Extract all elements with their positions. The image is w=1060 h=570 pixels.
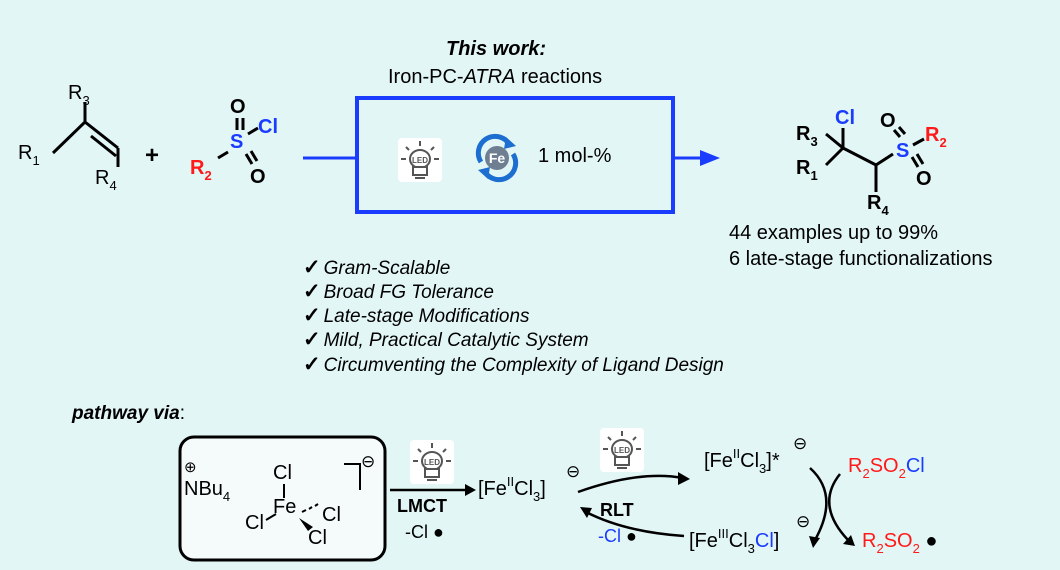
sulfonyl-o-bottom: O <box>250 166 266 188</box>
feature-item: ✓Circumventing the Complexity of Ligand … <box>303 353 724 376</box>
fe-recycle-icon: Fe <box>475 133 519 183</box>
pathway-label: pathway via: <box>72 403 185 424</box>
complex-cl-right: Cl <box>322 504 341 526</box>
feature-item: ✓Broad FG Tolerance <box>303 280 494 303</box>
results-functionalizations: 6 late-stage functionalizations <box>729 248 993 270</box>
led-bulb-icon: LED <box>600 428 644 472</box>
product-r2: R2 <box>925 124 947 150</box>
product-o-bottom: O <box>916 168 932 190</box>
svg-text:LED: LED <box>614 446 630 455</box>
product-r1: R1 <box>796 157 818 183</box>
sulfonyl-o-top: O <box>230 96 246 118</box>
svg-text:Fe: Fe <box>489 150 506 166</box>
plus-sign: + <box>145 142 160 169</box>
led-bulb-icon: LED <box>398 138 442 182</box>
catalyst-loading: 1 mol-% <box>538 145 612 167</box>
alkene-r4: R4 <box>95 167 117 193</box>
sulfonyl-cl: Cl <box>258 116 278 138</box>
results-examples: 44 examples up to 99% <box>729 222 939 244</box>
alkene-r1: R1 <box>18 142 40 168</box>
cl-radical-1: -Cl ● <box>405 522 444 542</box>
complex-minus: ⊖ <box>361 452 376 471</box>
feature-item: ✓Gram-Scalable <box>303 256 451 279</box>
fe2-excited-minus: ⊖ <box>793 434 808 453</box>
feature-item: ✓Late-stage Modifications <box>303 304 530 327</box>
product-s: S <box>896 140 910 162</box>
work-title: This work: <box>446 38 547 60</box>
complex-cl-left: Cl <box>245 512 264 534</box>
reagent-r2so2cl: R2SO2Cl <box>848 455 925 481</box>
led-bulb-icon: LED <box>410 440 454 484</box>
fe3-minus: ⊖ <box>796 512 811 531</box>
fe2-excited-species: [FeIICl3]* <box>704 446 780 476</box>
fe2-minus: ⊖ <box>566 462 581 481</box>
work-subtitle: Iron-PC-ATRA reactions <box>388 66 603 88</box>
feature-item: ✓Mild, Practical Catalytic System <box>303 328 589 351</box>
complex-cl-bottom: Cl <box>308 527 327 549</box>
complex-plus: ⊕ <box>184 459 197 476</box>
radical-r2so2: R2SO2 ● <box>862 530 938 556</box>
cl-radical-2: -Cl ● <box>598 526 637 546</box>
product-r4: R4 <box>867 192 889 218</box>
product-cl: Cl <box>835 107 855 129</box>
lmct-label: LMCT <box>397 496 447 516</box>
complex-cl-top: Cl <box>273 462 292 484</box>
sulfonyl-s: S <box>230 131 244 153</box>
sulfonyl-r2: R2 <box>190 157 212 183</box>
product-o-top: O <box>880 110 896 132</box>
product-r3: R3 <box>796 123 818 149</box>
svg-text:LED: LED <box>412 156 428 165</box>
fe3-species: [FeIIICl3Cl] <box>689 526 780 556</box>
complex-fe: Fe <box>273 496 297 518</box>
fe2-species: [FeIICl3] <box>478 474 546 504</box>
svg-text:LED: LED <box>424 458 440 467</box>
alkene-r3: R3 <box>68 82 90 108</box>
complex-nbu4: NBu4 <box>184 478 231 504</box>
rlt-label: RLT <box>600 500 634 520</box>
